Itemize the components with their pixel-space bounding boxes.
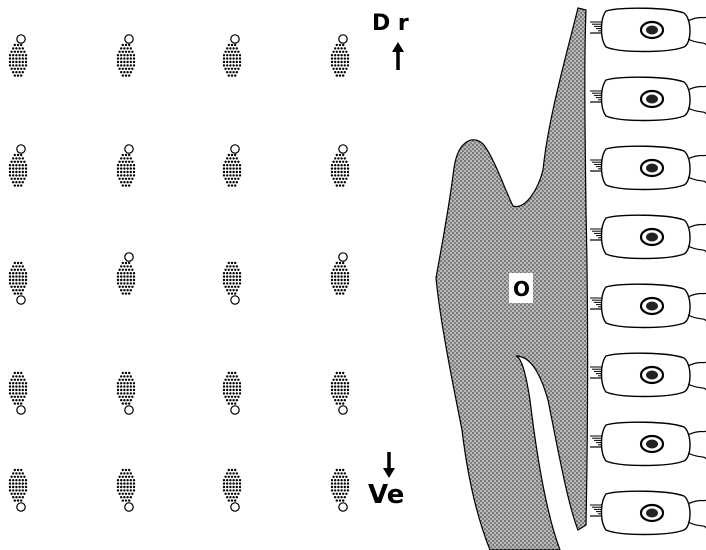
- nucleolus: [646, 233, 658, 242]
- dorsal-label: D r: [372, 11, 409, 36]
- stereocilia-bundle: [331, 253, 349, 295]
- stereocilia-bundle: [9, 35, 27, 77]
- stereocilia-bundle: [117, 253, 135, 295]
- kinocilium: [125, 35, 133, 43]
- nucleolus: [646, 509, 658, 518]
- kinocilium: [17, 35, 25, 43]
- nucleolus: [646, 440, 658, 449]
- hair-cell: [590, 215, 706, 258]
- kinocilium: [339, 145, 347, 153]
- kinocilium: [125, 503, 133, 511]
- stereocilia-bundle: [9, 372, 27, 414]
- ventral-label: Ve: [368, 480, 404, 510]
- kinocilium: [17, 296, 25, 304]
- nucleolus: [646, 95, 658, 104]
- kinocilium: [17, 406, 25, 414]
- hair-cell: [590, 284, 706, 327]
- kinocilium: [231, 406, 239, 414]
- stereocilia-bundle: [223, 372, 241, 414]
- kinocilium: [339, 253, 347, 261]
- hair-cell: [590, 353, 706, 396]
- stereocilia-bundle: [117, 145, 135, 187]
- kinocilium: [125, 145, 133, 153]
- nucleolus: [646, 371, 658, 380]
- organ-label: O: [513, 277, 530, 301]
- dorsal-arrow-head: [392, 42, 404, 52]
- stereocilia-bundle: [331, 469, 349, 511]
- hair-cell: [590, 8, 706, 51]
- ventral-indicator: Ve: [368, 452, 404, 510]
- kinocilium: [17, 503, 25, 511]
- kinocilium: [231, 503, 239, 511]
- dorsal-indicator: D r: [372, 11, 409, 70]
- kinocilium: [125, 406, 133, 414]
- kinocilium: [339, 503, 347, 511]
- stereocilia-bundle: [9, 145, 27, 187]
- kinocilium: [231, 145, 239, 153]
- stereocilia-bundle: [331, 145, 349, 187]
- stereocilia-bundle: [223, 262, 241, 304]
- stereocilia-bundle: [223, 145, 241, 187]
- hair-cell: [590, 77, 706, 120]
- stereocilia-bundle: [9, 469, 27, 511]
- stereocilia-bundle: [117, 35, 135, 77]
- kinocilium: [339, 35, 347, 43]
- stereocilia-bundle: [117, 469, 135, 511]
- ventral-arrow-head: [383, 468, 395, 478]
- kinocilium: [125, 253, 133, 261]
- kinocilium: [339, 406, 347, 414]
- kinocilium: [231, 296, 239, 304]
- kinocilium: [17, 145, 25, 153]
- sensory-organ: O: [436, 8, 588, 550]
- stereocilia-bundle-grid: [9, 35, 349, 511]
- nucleolus: [646, 164, 658, 173]
- nucleolus: [646, 26, 658, 35]
- hair-cell-column: [590, 8, 706, 534]
- kinocilium: [231, 35, 239, 43]
- stereocilia-bundle: [223, 469, 241, 511]
- hair-cell: [590, 422, 706, 465]
- stereocilia-bundle: [331, 372, 349, 414]
- stereocilia-bundle: [331, 35, 349, 77]
- hair-cell: [590, 491, 706, 534]
- stereocilia-bundle: [223, 35, 241, 77]
- nucleolus: [646, 302, 658, 311]
- stereocilia-bundle: [117, 372, 135, 414]
- hair-cell: [590, 146, 706, 189]
- stereocilia-bundle: [9, 262, 27, 304]
